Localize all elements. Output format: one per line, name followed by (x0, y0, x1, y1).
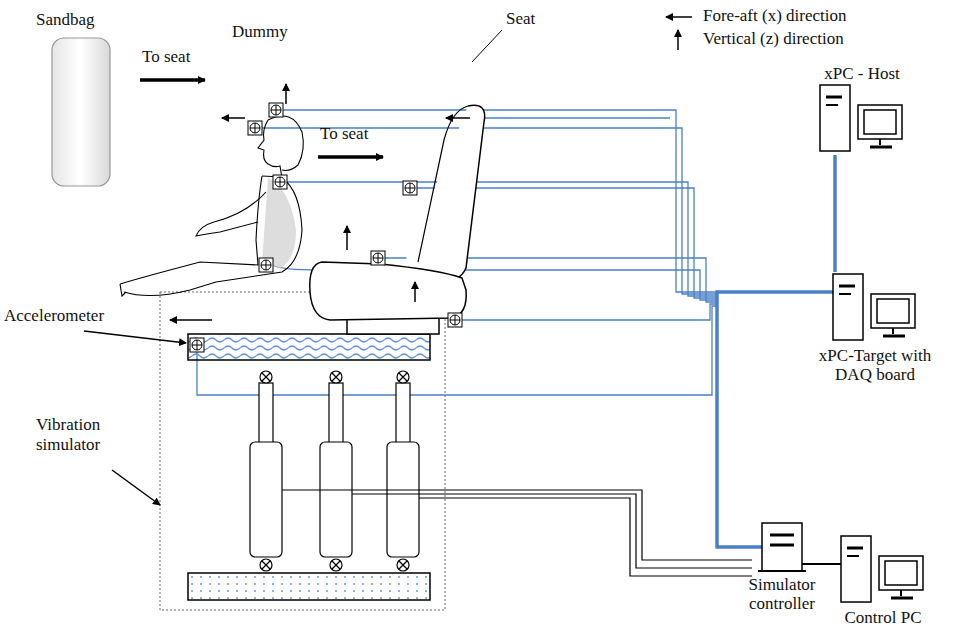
computer-icon (827, 272, 923, 344)
cable-connector (717, 292, 833, 547)
computer-node: Simulator controller (740, 521, 824, 613)
cable-connector (802, 563, 841, 565)
part-label: Sandbag (36, 10, 95, 30)
computer-icon (754, 521, 810, 573)
device-label: xPC - Host (792, 64, 932, 83)
computer-node: xPC - Host (792, 64, 932, 155)
part-label: Accelerometer (4, 306, 104, 326)
part-label: Seat (506, 9, 535, 29)
device-label: Simulator controller (740, 575, 824, 613)
legend-text: Vertical (z) direction (703, 29, 844, 49)
computer-node: Control PC (828, 534, 938, 627)
computer-icon (835, 534, 931, 606)
computer-icon (814, 83, 910, 155)
computer-node: xPC-Target with DAQ board (800, 272, 950, 384)
part-label: Dummy (232, 22, 288, 42)
cable-connector (833, 155, 837, 272)
device-label: Control PC (828, 608, 938, 627)
legend-text: Fore-aft (x) direction (703, 6, 847, 26)
arrow-label: To seat (142, 47, 190, 67)
part-label: Vibration simulator (36, 415, 126, 455)
device-label: xPC-Target with DAQ board (800, 346, 950, 384)
arrow-label: To seat (320, 124, 368, 144)
